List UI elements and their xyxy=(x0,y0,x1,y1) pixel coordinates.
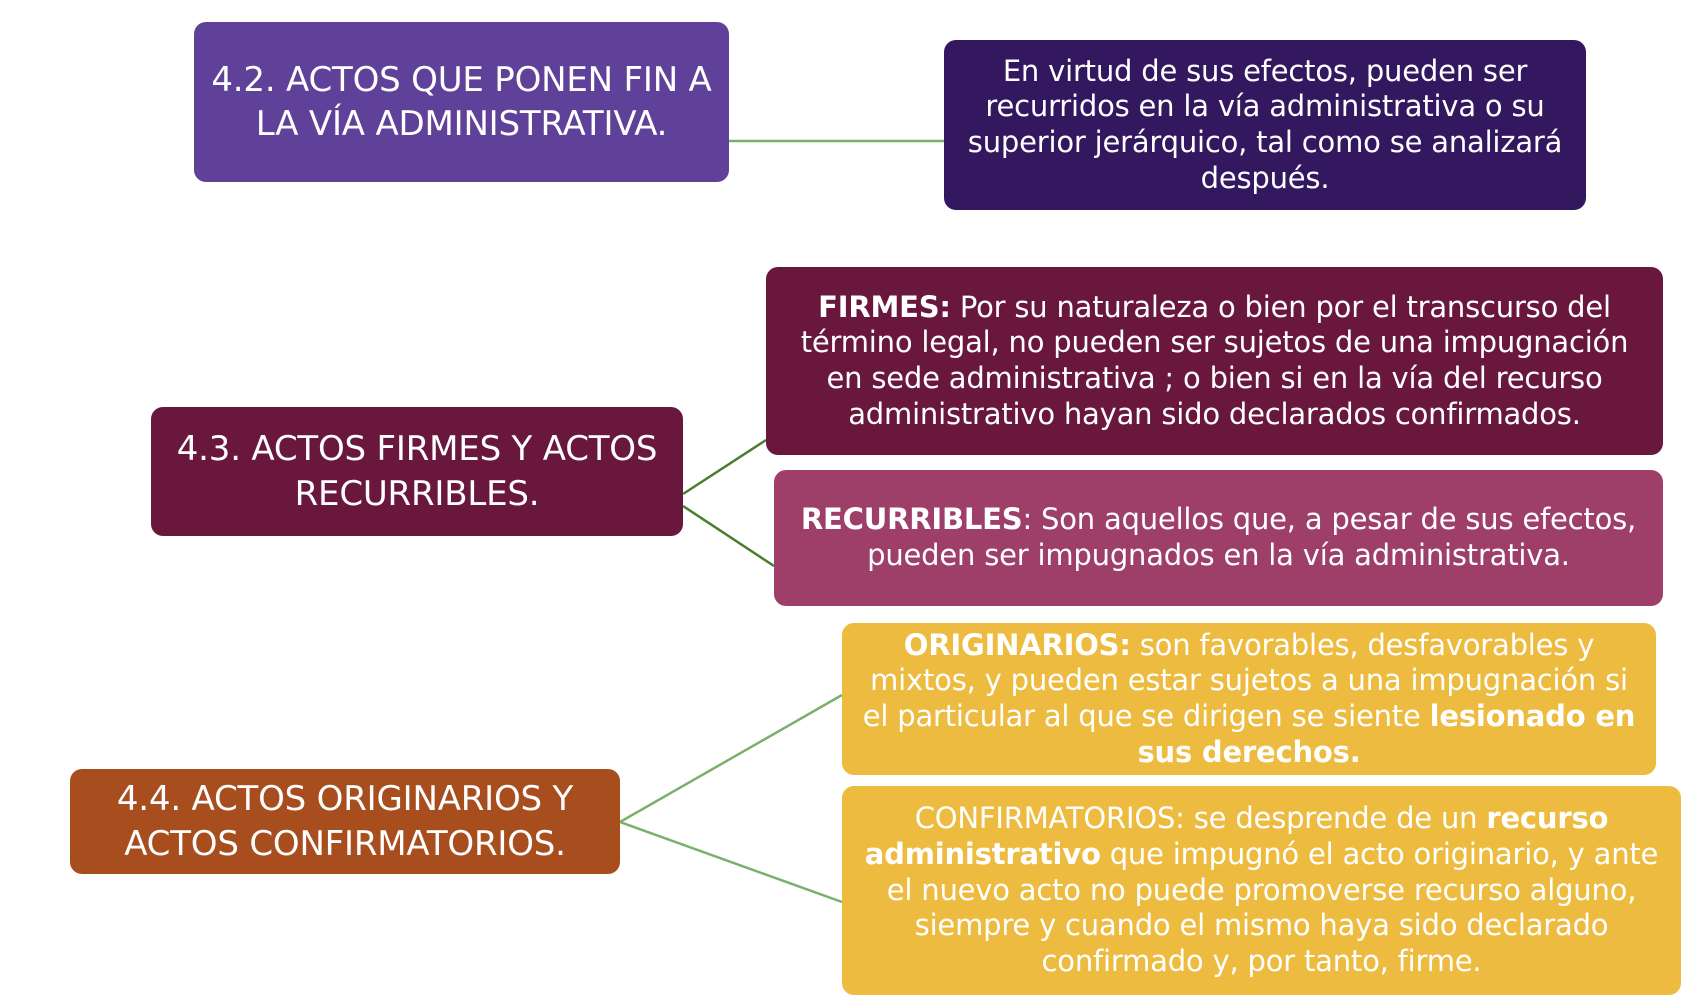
firmes-term: FIRMES: xyxy=(818,289,951,324)
confirmatorios-text: que impugnó el acto originario, y ante e… xyxy=(886,837,1659,978)
connector-4-4-to-confirmatorios xyxy=(619,820,843,904)
originarios-text: son favorables, desfavorables y mixtos, … xyxy=(862,627,1628,733)
firmes-box: FIRMES: Por su naturaleza o bien por el … xyxy=(766,267,1663,455)
firmes-text: Por su naturaleza o bien por el transcur… xyxy=(800,289,1629,431)
topic-4-4-box: 4.4. ACTOS ORIGINARIOS Y ACTOS CONFIRMAT… xyxy=(70,769,620,874)
recurribles-text: : Son aquellos que, a pesar de sus efect… xyxy=(867,502,1637,572)
firmes-paragraph: FIRMES: Por su naturaleza o bien por el … xyxy=(780,290,1649,433)
efectos-text: En virtud de sus efectos, pueden ser rec… xyxy=(967,53,1563,195)
efectos-box: En virtud de sus efectos, pueden ser rec… xyxy=(944,40,1586,210)
recurribles-term: RECURRIBLES xyxy=(800,502,1023,537)
originarios-emphasis: lesionado en sus derechos. xyxy=(1137,699,1636,769)
topic-4-3-box: 4.3. ACTOS FIRMES Y ACTOS RECURRIBLES. xyxy=(151,407,683,536)
originarios-paragraph: ORIGINARIOS: son favorables, desfavorabl… xyxy=(856,628,1642,771)
topic-4-2-box: 4.2. ACTOS QUE PONEN FIN A LA VÍA ADMINI… xyxy=(194,22,729,182)
topic-4-3-label: 4.3. ACTOS FIRMES Y ACTOS RECURRIBLES. xyxy=(176,429,658,514)
confirmatorios-lead: CONFIRMATORIOS: se desprende de un xyxy=(914,801,1487,836)
recurribles-box: RECURRIBLES: Son aquellos que, a pesar d… xyxy=(774,470,1663,606)
originarios-term: ORIGINARIOS: xyxy=(903,627,1131,662)
recurribles-paragraph: RECURRIBLES: Son aquellos que, a pesar d… xyxy=(788,502,1649,573)
confirmatorios-emphasis: recurso administrativo xyxy=(864,801,1609,872)
confirmatorios-box: CONFIRMATORIOS: se desprende de un recur… xyxy=(842,786,1681,995)
connector-4-3-to-recurribles xyxy=(682,504,775,568)
topic-4-4-label: 4.4. ACTOS ORIGINARIOS Y ACTOS CONFIRMAT… xyxy=(116,779,574,864)
confirmatorios-paragraph: CONFIRMATORIOS: se desprende de un recur… xyxy=(856,801,1667,979)
connector-4-4-to-originarios xyxy=(619,693,843,824)
topic-4-2-label: 4.2. ACTOS QUE PONEN FIN A LA VÍA ADMINI… xyxy=(211,59,712,144)
connector-4-3-to-firmes xyxy=(682,438,767,496)
originarios-box: ORIGINARIOS: son favorables, desfavorabl… xyxy=(842,623,1656,775)
